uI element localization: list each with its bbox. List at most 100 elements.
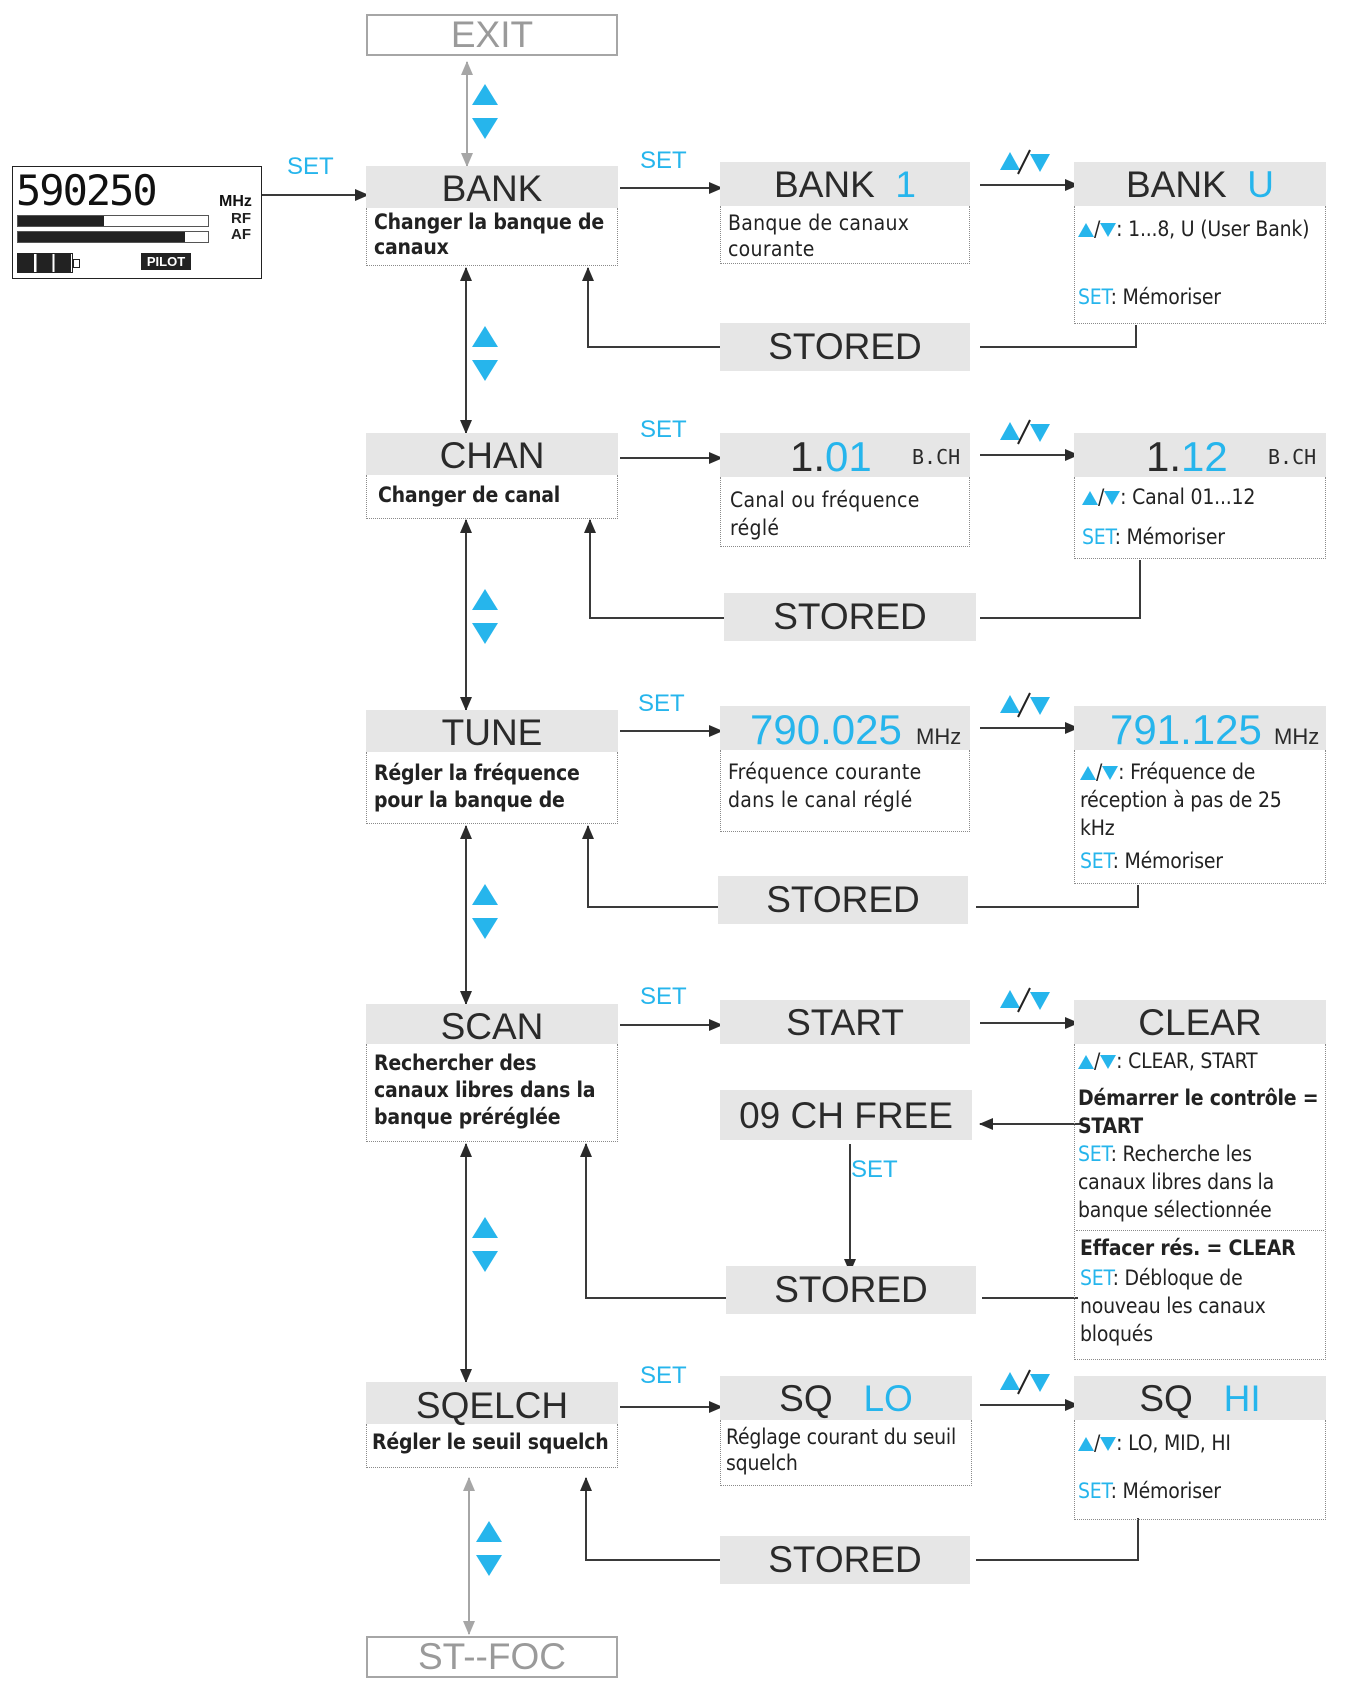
down-icon bbox=[1100, 1437, 1117, 1451]
set-label-scan: SET bbox=[640, 983, 687, 1010]
sqelch-current-prefix: SQ bbox=[779, 1378, 833, 1419]
up-icon bbox=[1078, 1437, 1094, 1451]
bank-current-prefix: BANK bbox=[774, 164, 875, 205]
display-unit: MHz bbox=[219, 193, 252, 210]
set-label-sqelch: SET bbox=[640, 1362, 687, 1389]
scan-clear-desc-box bbox=[1074, 1044, 1326, 1360]
tune-stored: STORED bbox=[718, 876, 968, 924]
scan-divider bbox=[1076, 1230, 1324, 1231]
bank-new-prefix: BANK bbox=[1125, 164, 1227, 205]
tune-menu-desc: Régler la fréquence pour la banque de bbox=[374, 761, 580, 812]
af-label: AF bbox=[231, 226, 251, 243]
bank-current-desc: Banque de canaux courante bbox=[728, 211, 910, 261]
bank-new-box: BANK U bbox=[1074, 162, 1326, 206]
updown-slash-icons bbox=[1000, 149, 1050, 1395]
nav-up-icon bbox=[472, 326, 498, 347]
nav-down-icon bbox=[472, 1251, 498, 1272]
chan-range: /: Canal 01...12 bbox=[1082, 484, 1322, 510]
chan-current-desc: Canal ou fréquence réglé bbox=[730, 488, 920, 540]
nav-up-icon bbox=[476, 1521, 502, 1542]
bank-range: /: 1...8, U (User Bank) bbox=[1078, 216, 1322, 242]
up-icon bbox=[1078, 1055, 1094, 1069]
tune-new-desc-box bbox=[1074, 750, 1326, 884]
tune-menu-title[interactable]: TUNE bbox=[366, 710, 618, 753]
scan-stored: STORED bbox=[726, 1266, 976, 1314]
sqelch-new-desc-box bbox=[1074, 1420, 1326, 1520]
scan-menu-title[interactable]: SCAN bbox=[366, 1004, 618, 1047]
tune-current-desc-box bbox=[720, 750, 970, 832]
set-label-tune: SET bbox=[638, 690, 685, 717]
stfoc-menu[interactable]: ST--FOC bbox=[366, 1636, 618, 1678]
down-icon bbox=[1100, 1055, 1117, 1069]
down-icon bbox=[1102, 766, 1119, 780]
nav-down-icon bbox=[476, 1555, 502, 1576]
bank-store: SET: Mémoriser bbox=[1078, 285, 1221, 309]
sqelch-store: SET: Mémoriser bbox=[1078, 1479, 1221, 1503]
up-icon bbox=[1078, 223, 1094, 237]
down-icon bbox=[1104, 491, 1121, 505]
sqelch-stored: STORED bbox=[720, 1536, 970, 1584]
scan-clear-head: Effacer rés. = CLEAR bbox=[1080, 1236, 1296, 1260]
set-label-scan-free: SET bbox=[851, 1156, 898, 1183]
lcd-display: 590250 MHz RF AF PILOT bbox=[12, 166, 262, 279]
sqelch-menu-title[interactable]: SQELCH bbox=[366, 1382, 618, 1426]
bank-current-box: BANK 1 bbox=[720, 162, 970, 206]
tune-store: SET: Mémoriser bbox=[1080, 849, 1223, 873]
chan-current-value: 01 bbox=[825, 433, 872, 480]
up-icon bbox=[1080, 766, 1096, 780]
tune-new-value: 791.125 bbox=[1110, 706, 1262, 753]
chan-current-unit: B.CH bbox=[912, 445, 961, 469]
nav-down-icon bbox=[472, 623, 498, 644]
tune-current-unit: MHz bbox=[916, 724, 962, 749]
chan-new-prefix: 1. bbox=[1146, 433, 1182, 480]
nav-down-icon bbox=[472, 360, 498, 381]
sqelch-menu-desc-box bbox=[366, 1424, 618, 1468]
tune-range: /: Fréquence de réception à pas de 25 kH… bbox=[1080, 760, 1282, 840]
scan-range: /: CLEAR, START bbox=[1078, 1048, 1322, 1074]
scan-free-box: 09 CH FREE bbox=[720, 1090, 972, 1140]
sqelch-range: /: LO, MID, HI bbox=[1078, 1430, 1318, 1456]
chan-menu-desc: Changer de canal bbox=[378, 483, 561, 507]
sqelch-new-prefix: SQ bbox=[1139, 1378, 1193, 1419]
nav-up-icon bbox=[472, 589, 498, 610]
set-label-bank: SET bbox=[640, 147, 687, 174]
sqelch-new-box: SQ HI bbox=[1074, 1376, 1326, 1420]
chan-store: SET: Mémoriser bbox=[1082, 525, 1225, 549]
exit-menu[interactable]: EXIT bbox=[366, 14, 618, 56]
tune-current-box: 790.025 MHz bbox=[720, 706, 970, 753]
chan-menu-title[interactable]: CHAN bbox=[366, 433, 618, 476]
tune-new-unit: MHz bbox=[1274, 724, 1320, 749]
battery-icon bbox=[17, 253, 73, 273]
rf-meter bbox=[17, 215, 209, 227]
scan-start-text: SET: Recherche les canaux libres dans la… bbox=[1078, 1142, 1274, 1222]
scan-menu-desc: Rechercher des canaux libres dans la ban… bbox=[374, 1051, 596, 1129]
chan-new-value: 12 bbox=[1181, 433, 1228, 480]
nav-down-icon bbox=[472, 918, 498, 939]
bank-menu-title[interactable]: BANK bbox=[366, 166, 618, 209]
chan-current-box: 1.01 B.CH bbox=[720, 433, 970, 480]
chan-stored: STORED bbox=[724, 593, 976, 641]
bank-new-value: U bbox=[1247, 164, 1275, 205]
tune-current-desc: Fréquence courante dans le canal réglé bbox=[728, 760, 922, 812]
scan-start-head: Démarrer le contrôle = START bbox=[1078, 1086, 1319, 1138]
up-icon bbox=[1082, 491, 1098, 505]
nav-up-icon bbox=[472, 84, 498, 105]
chan-new-desc-box bbox=[1074, 477, 1326, 559]
bank-menu-desc: Changer la banque de canaux bbox=[374, 210, 604, 259]
chan-new-box: 1.12 B.CH bbox=[1074, 433, 1326, 480]
sqelch-current-box: SQ LO bbox=[720, 1376, 972, 1420]
nav-up-icon bbox=[472, 1217, 498, 1238]
chan-new-unit: B.CH bbox=[1268, 445, 1317, 469]
battery-tip bbox=[73, 259, 80, 268]
scan-start-box: START bbox=[720, 1000, 970, 1044]
scan-clear-box: CLEAR bbox=[1074, 1000, 1326, 1044]
chan-current-prefix: 1. bbox=[790, 433, 826, 480]
sqelch-current-value: LO bbox=[863, 1378, 913, 1419]
tune-new-box: 791.125 MHz bbox=[1074, 706, 1326, 753]
scan-menu-desc-box bbox=[366, 1044, 618, 1142]
set-label-chan: SET bbox=[640, 416, 687, 443]
tune-menu-desc-box bbox=[366, 752, 618, 824]
tune-current-value: 790.025 bbox=[750, 706, 902, 753]
chan-current-desc-box bbox=[720, 477, 970, 547]
